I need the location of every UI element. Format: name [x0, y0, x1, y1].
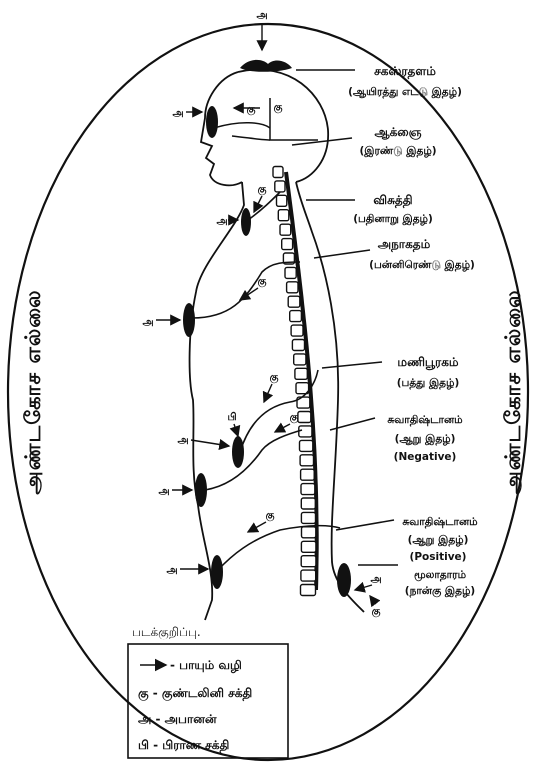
manipura-petals: (பத்து இதழ்) — [397, 377, 460, 390]
sahasrara-lotus — [240, 60, 292, 72]
apanan-mark-svadh-neg: அ — [177, 435, 188, 446]
sahasrara-label: சகஸ்ரதளம் — [374, 64, 436, 79]
kundalini-mark-navel: கு — [270, 372, 279, 384]
kundalini-mark-base: கு — [372, 606, 381, 618]
svadhisthana-neg-label: சுவாதிஷ்டானம் — [387, 414, 463, 427]
ajna-petals: (இரண்டு இதழ்) — [359, 145, 436, 158]
vertebra — [290, 311, 302, 322]
vertebra — [273, 167, 283, 178]
vertebra — [288, 296, 300, 307]
muladhara-label: மூலாதாரம் — [414, 569, 467, 582]
right-boundary-label: அண்டகோச எல்லை — [501, 289, 525, 494]
muladhara-point — [337, 563, 351, 597]
vertebra — [301, 512, 315, 523]
manipura-lower-point — [195, 473, 207, 507]
body-outline — [190, 70, 364, 620]
kundalini-mark-svadh: கு — [290, 412, 299, 424]
kundalini-mark-chest: கு — [258, 276, 267, 288]
vertebra — [292, 340, 304, 351]
vertebra — [302, 527, 316, 538]
kundalini-mark-lower: கு — [266, 510, 275, 522]
vertebra — [301, 585, 316, 596]
kundalini-mark-neck: கு — [258, 184, 267, 196]
svadhisthana-neg-polarity: (Negative) — [394, 451, 457, 463]
vertebra — [295, 368, 307, 379]
vertebra — [285, 267, 296, 278]
manipura-label: மணிபூரகம் — [397, 355, 459, 370]
vishuddhi-label: விசுத்தி — [373, 193, 412, 208]
apanan-mark-svadh-pos: அ — [166, 565, 177, 576]
svadhisthana-pos-polarity: (Positive) — [410, 551, 467, 563]
legend-item-apanan: அ - அபானன் — [138, 712, 217, 726]
svadhisthana-neg-point — [232, 436, 244, 468]
spine — [273, 167, 317, 596]
apanan-mark-vishuddhi: அ — [216, 216, 227, 227]
vertebra — [291, 325, 303, 336]
ajna-label: ஆக்ஞை — [374, 125, 421, 140]
left-boundary-label: அண்டகோச எல்லை — [21, 289, 45, 494]
vertebra — [301, 498, 315, 509]
svadhisthana-pos-label: சுவாதிஷ்டானம் — [402, 516, 478, 529]
apanan-mark-top: அ — [256, 10, 267, 21]
vertebra — [298, 412, 311, 423]
legend-item-prana: பி - பிராண சக்தி — [138, 738, 229, 753]
ajna-point — [206, 106, 218, 138]
legend: படக்குறிப்பு. - பாயும் வழி கு - குண்டலின… — [128, 625, 288, 758]
vertebra — [280, 224, 291, 235]
vertebra — [287, 282, 298, 293]
sahasrara-petals: (ஆயிரத்து எட்டு இதழ்) — [348, 86, 462, 99]
kundalini-mark-head: கு — [247, 104, 256, 116]
vertebra — [301, 469, 315, 480]
vertebra — [300, 440, 313, 451]
legend-item-kundalini: கு - குண்டலினி சக்தி — [138, 686, 252, 701]
apanan-mark-anahata: அ — [142, 317, 153, 328]
vertebra — [300, 455, 313, 466]
vertebra — [277, 195, 287, 206]
anahata-petals: (பன்னிரெண்டு இதழ்) — [369, 259, 475, 272]
vishuddhi-petals: (பதினாறு இதழ்) — [353, 213, 433, 226]
vertebra — [278, 210, 289, 221]
apanan-mark-muladhara: அ — [370, 574, 381, 585]
head-lines — [214, 98, 318, 140]
svadhisthana-pos-petals: (ஆறு இதழ்) — [408, 534, 469, 547]
prana-mark: பி — [227, 411, 236, 423]
legend-title: படக்குறிப்பு. — [132, 625, 201, 639]
muladhara-petals: (நான்கு இதழ்) — [405, 585, 475, 599]
vishuddhi-point — [241, 208, 251, 236]
anahata-label: அநாகதம் — [378, 237, 431, 252]
vertebra — [294, 354, 306, 365]
vertebra — [301, 484, 315, 495]
kundalini-mark-crown: கு — [274, 102, 283, 114]
apanan-mark-lower: அ — [158, 486, 169, 497]
chakra-labels: சகஸ்ரதளம் (ஆயிரத்து எட்டு இதழ்) ஆக்ஞை (இ… — [348, 64, 478, 599]
apanan-mark-ajna: அ — [172, 108, 183, 119]
svadhisthana-pos-point — [211, 555, 223, 589]
apanan-markers: அ அ அ அ அ அ அ அ — [142, 10, 381, 590]
vertebra — [301, 570, 316, 581]
vertebra — [275, 181, 285, 192]
vertebra — [299, 426, 312, 437]
vertebra — [301, 541, 316, 552]
anahata-point — [183, 303, 195, 337]
legend-item-flow: - பாயும் வழி — [170, 658, 242, 673]
svadhisthana-neg-petals: (ஆறு இதழ்) — [395, 433, 456, 446]
vertebra — [282, 239, 293, 250]
vertebra — [301, 556, 316, 567]
